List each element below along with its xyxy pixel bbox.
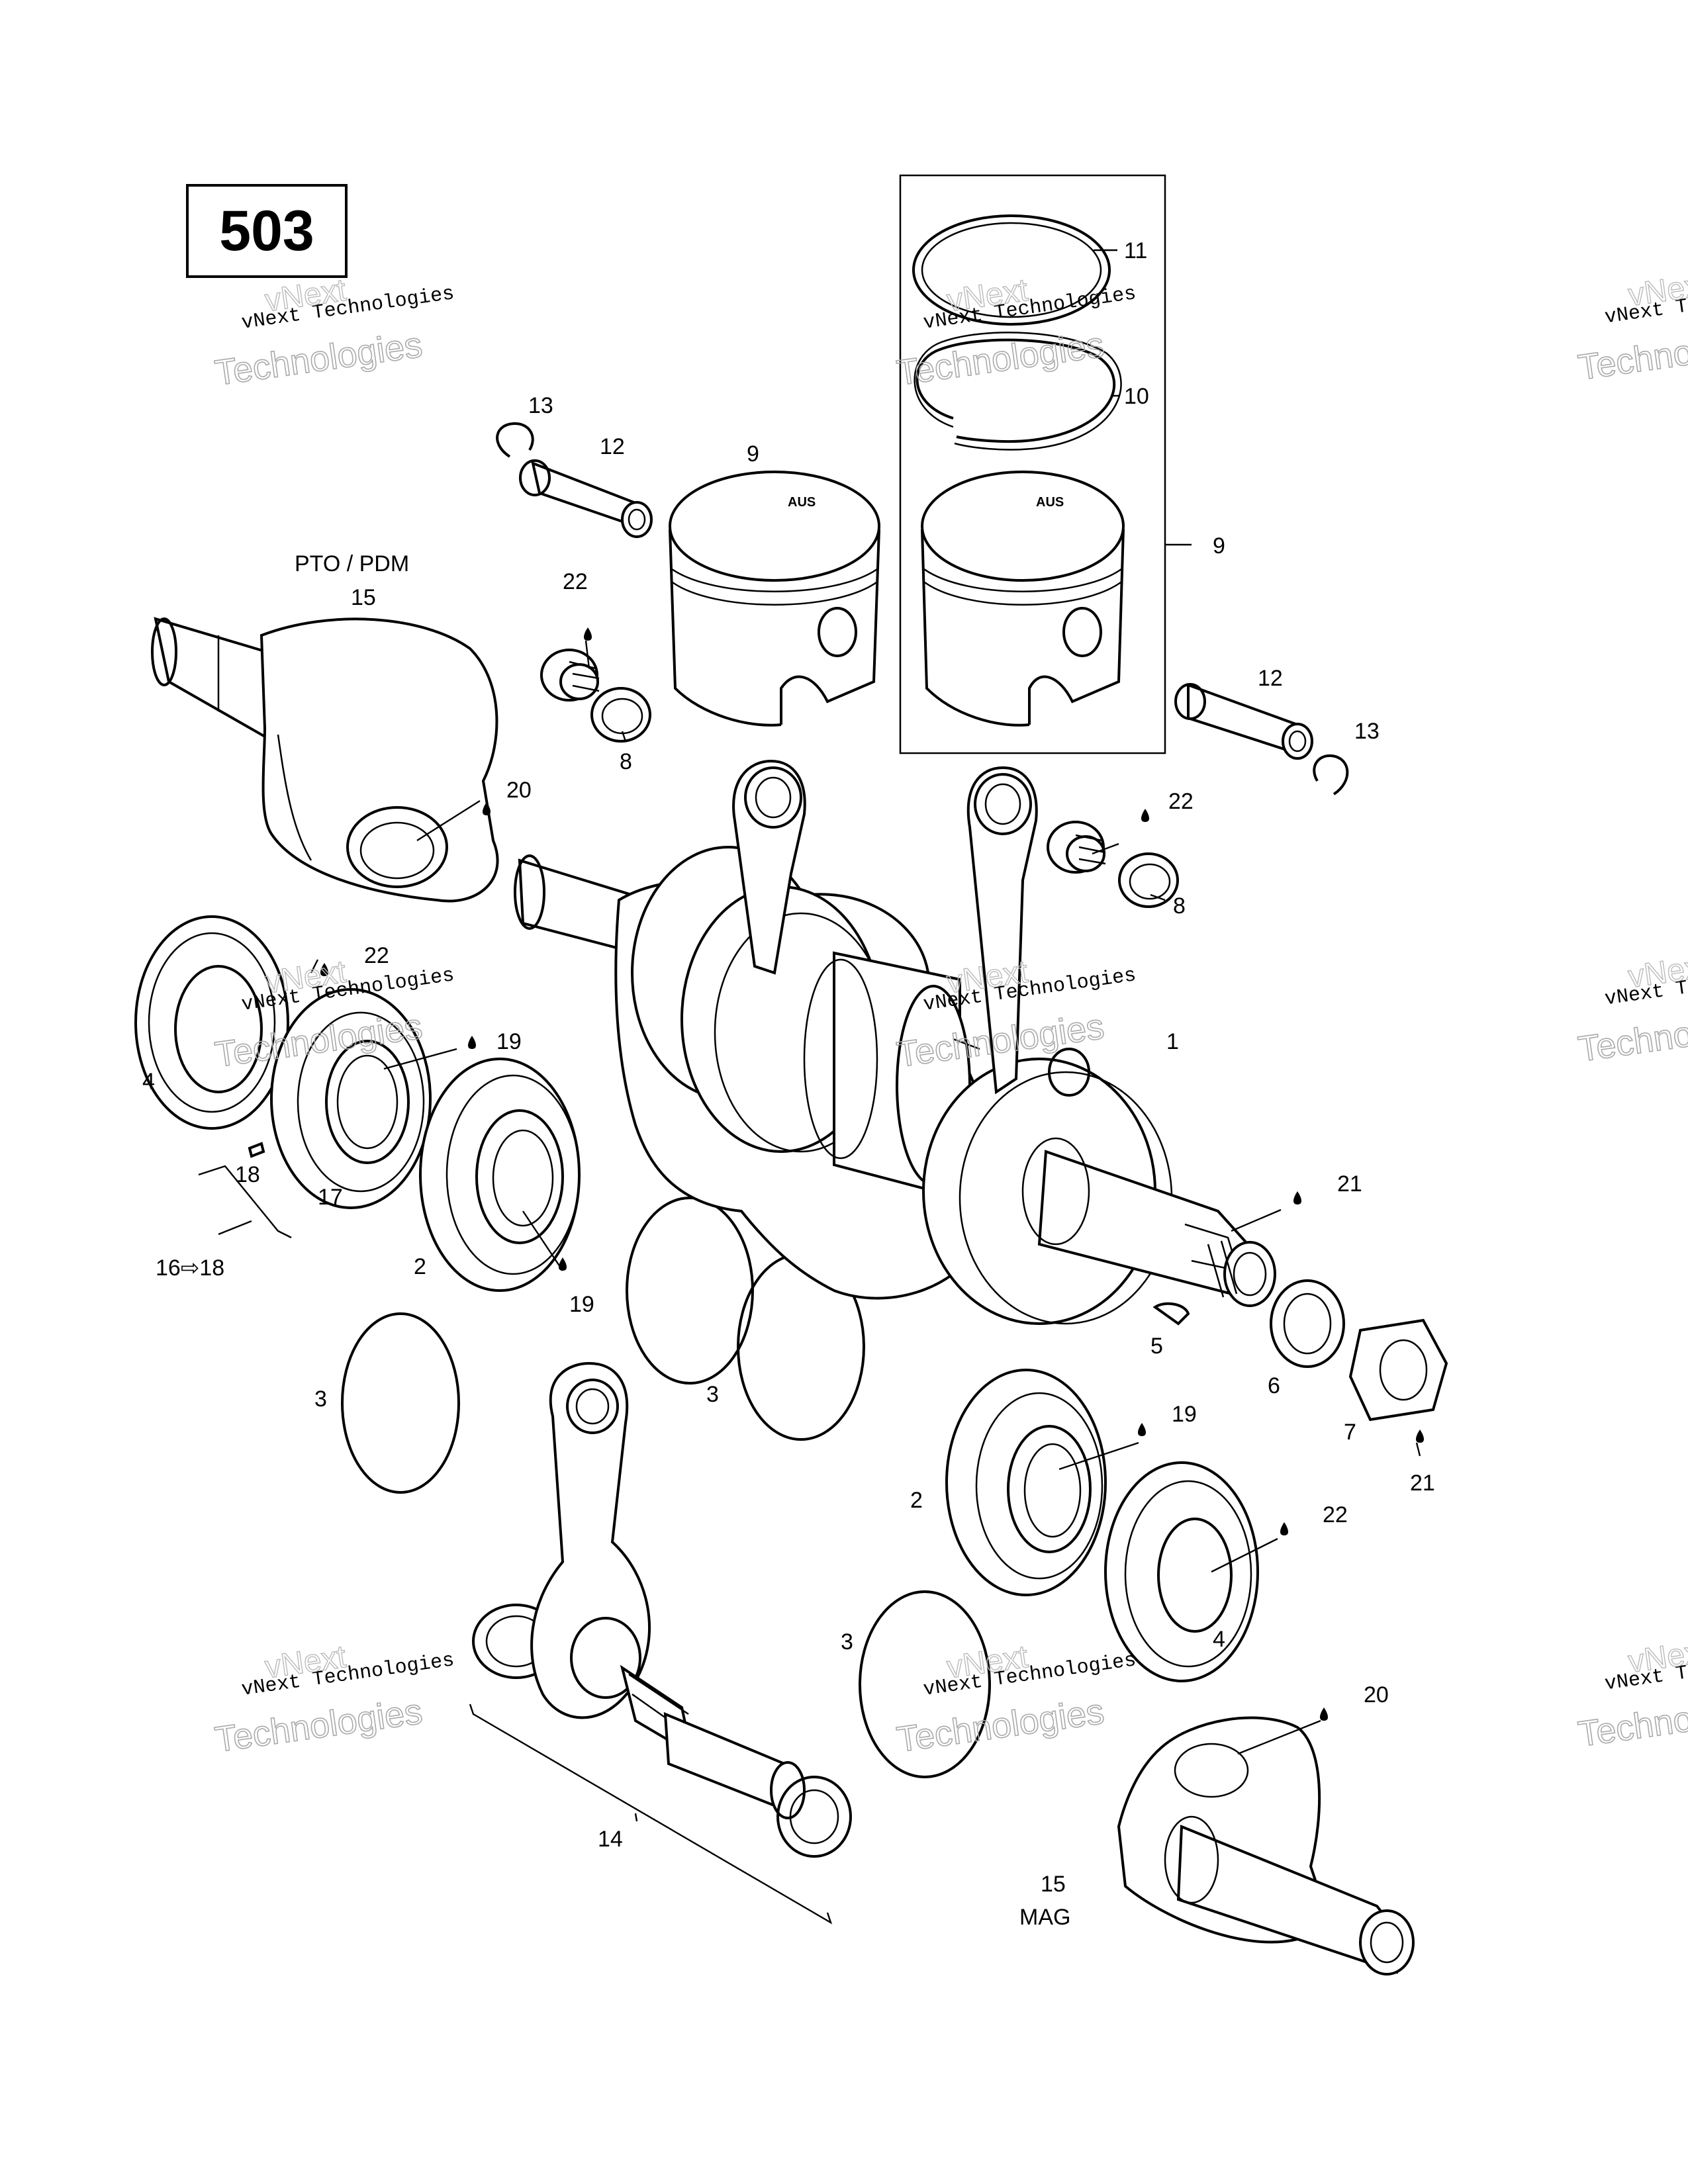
label-range: 16⇨18 [156, 1255, 224, 1281]
callout-3-left: 3 [314, 1387, 327, 1412]
callout-1: 1 [1166, 1029, 1179, 1054]
callout-12-right: 12 [1258, 666, 1283, 691]
callout-21-lower: 21 [1410, 1471, 1435, 1496]
range-bracket [198, 1165, 292, 1239]
svg-text:Technologies: Technologies [1575, 1001, 1688, 1069]
callout-22-right-lower: 22 [1323, 1502, 1348, 1527]
callout-13-left: 13 [528, 393, 553, 418]
nut-7 [1348, 1318, 1448, 1422]
callout-9-right: 9 [1213, 533, 1225, 559]
callout-12-left: 12 [600, 434, 625, 459]
o-ring-3-b [626, 1197, 754, 1385]
callout-8-right: 8 [1173, 893, 1186, 919]
callout-22-right-upper: 22 [1168, 789, 1194, 814]
svg-text:Technologies: Technologies [894, 1692, 1107, 1760]
callout-20-lower: 20 [1364, 1682, 1389, 1707]
callout-4-left: 4 [142, 1069, 155, 1094]
callout-11: 11 [1124, 238, 1147, 263]
callout-8-left: 8 [620, 749, 632, 774]
callout-2-left: 2 [414, 1254, 426, 1279]
bearing-2-right [945, 1369, 1107, 1596]
grease-drop-icons [320, 627, 1424, 1721]
circlip-13-right [1313, 754, 1349, 796]
svg-text:vNext: vNext [1626, 1634, 1688, 1680]
bearing-17 [270, 988, 432, 1209]
crankshaft-assembly [514, 759, 1276, 1325]
page-number-box: 503 [186, 184, 348, 278]
callout-15-mag: 15 [1041, 1872, 1066, 1897]
piston-right: AUS [921, 471, 1125, 727]
leader-lines [310, 249, 1421, 1755]
watermark-bottom-right: vNext Technologies vNext Technologies [1575, 1633, 1688, 1755]
callout-15-pto: 15 [351, 585, 376, 610]
svg-text:Technologies: Technologies [212, 1692, 425, 1760]
watermark-bottom-center: vNext Technologies vNext Technologies [894, 1639, 1137, 1760]
callout-3-middle: 3 [706, 1382, 719, 1407]
label-pto: PTO / PDM [295, 551, 409, 576]
callout-22-upper: 22 [563, 569, 588, 594]
callout-9-left: 9 [747, 441, 759, 467]
watermark-mid-right: vNext Technologies vNext Technologies [1575, 948, 1688, 1070]
watermark-bottom-left: vNext Technologies vNext Technologies [212, 1639, 455, 1760]
rod-kit-bracket-tick [634, 1813, 638, 1822]
seal-4-left [134, 915, 289, 1130]
callout-6: 6 [1268, 1373, 1280, 1398]
callout-5: 5 [1150, 1334, 1163, 1359]
rod-kit-bracket [469, 1704, 833, 1925]
callout-21-upper: 21 [1337, 1171, 1362, 1197]
callout-7: 7 [1344, 1420, 1356, 1445]
svg-text:Technologies: Technologies [1575, 319, 1688, 387]
callout-14: 14 [598, 1827, 623, 1852]
svg-text:AUS: AUS [1036, 495, 1064, 510]
callout-18: 18 [235, 1162, 260, 1187]
callout-19-right: 19 [1172, 1402, 1197, 1427]
o-ring-3-a [341, 1312, 460, 1494]
seal-4-right [1104, 1461, 1259, 1682]
piston-ring-10 [914, 332, 1122, 451]
callout-labels: 11 10 9 9 13 12 12 13 15 22 8 20 22 8 22… [142, 238, 1435, 1897]
circlip-13-left [496, 422, 534, 458]
callout-10: 10 [1124, 384, 1149, 409]
label-mag: MAG [1019, 1905, 1070, 1930]
key-5 [1152, 1302, 1190, 1326]
callout-22-left: 22 [364, 943, 389, 968]
piston-kit-frame [899, 174, 1166, 754]
needle-bearing-upper-left [540, 649, 651, 743]
piston-pin-left [519, 459, 653, 538]
svg-text:vNext: vNext [1626, 949, 1688, 995]
callout-19-left-lower: 19 [569, 1292, 594, 1317]
crank-half-mag [1117, 1716, 1415, 1976]
svg-text:Technologies: Technologies [1575, 1686, 1688, 1754]
svg-text:Technologies: Technologies [894, 325, 1107, 393]
bearing-2-left [419, 1058, 581, 1292]
svg-text:Technologies: Technologies [212, 325, 425, 393]
key-18 [248, 1142, 265, 1158]
callout-17: 17 [318, 1185, 343, 1210]
o-ring-3-d [859, 1590, 991, 1778]
piston-pin-right [1174, 683, 1313, 760]
lock-washer-6 [1270, 1279, 1345, 1368]
needle-bearing-upper-right [1047, 821, 1179, 908]
piston-ring-11 [912, 214, 1111, 326]
watermark-top-left: vNext Technologies vNext Technologies [212, 272, 455, 394]
page-number: 503 [219, 199, 314, 263]
callout-20-upper: 20 [506, 778, 532, 803]
svg-text:vNext: vNext [1626, 267, 1688, 314]
callout-2-right: 2 [910, 1488, 923, 1513]
callout-13-right: 13 [1354, 719, 1380, 744]
piston-left: AUS [669, 471, 880, 727]
callout-4-right: 4 [1213, 1627, 1225, 1652]
crank-half-pto [151, 617, 499, 903]
callout-3-lower: 3 [841, 1629, 853, 1655]
svg-text:AUS: AUS [788, 495, 816, 510]
watermark-top-right: vNext Technologies vNext Technologies [1575, 267, 1688, 388]
callout-19-left-upper: 19 [496, 1029, 522, 1054]
connecting-rod-14 [472, 1361, 852, 1858]
